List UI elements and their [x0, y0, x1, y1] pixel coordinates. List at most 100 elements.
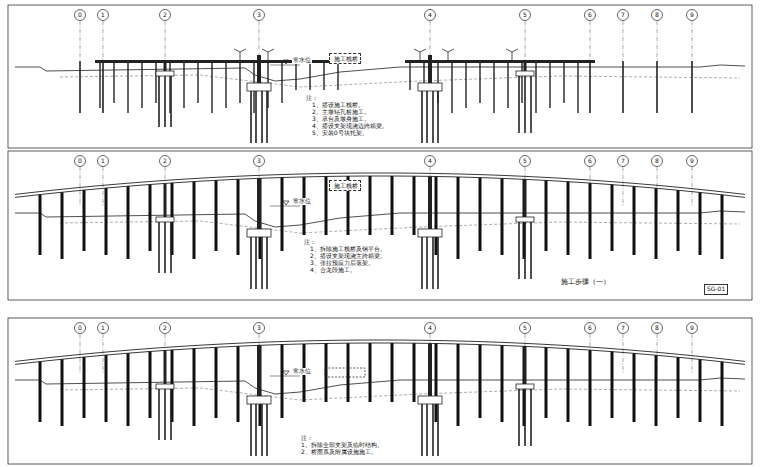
support-column [479, 345, 482, 418]
step-title: 施工步骤（一） [560, 279, 611, 287]
pile-cap [516, 217, 534, 222]
bored-pile [432, 237, 434, 289]
pile-cap [247, 396, 271, 404]
support-column [39, 362, 42, 422]
axis-bubble [618, 323, 629, 334]
bored-pile [518, 222, 520, 279]
axis-bubble [687, 323, 698, 334]
drawing-line [420, 52, 421, 60]
axis-number: 5 [523, 158, 527, 165]
trestle-pile [155, 63, 156, 103]
pile-cap [418, 83, 442, 91]
support-column [435, 344, 438, 422]
support-column [655, 188, 658, 259]
axis-number: 4 [428, 325, 432, 332]
axis-line [80, 334, 81, 373]
bored-pile [261, 404, 263, 456]
bored-pile [524, 389, 526, 446]
soil-layer [60, 388, 740, 400]
support-column [193, 349, 196, 426]
trestle-pile [465, 63, 466, 108]
axis-number: 0 [78, 325, 82, 332]
support-column [61, 359, 64, 426]
trestle-pile [337, 63, 338, 90]
axis-number: 0 [78, 12, 82, 19]
axis-line [103, 334, 104, 373]
ground-line [15, 65, 745, 81]
axis-line [692, 167, 693, 206]
drawing-line [512, 49, 518, 52]
axis-number: 3 [257, 325, 261, 332]
support-column [347, 343, 350, 402]
note-text: 2、桥面系及附属设施施工。 [300, 449, 378, 456]
support-column [457, 177, 460, 259]
trestle-pile [141, 63, 142, 108]
support-column [457, 344, 460, 426]
drawing-line [234, 49, 240, 52]
support-column [39, 195, 42, 255]
axis-number: 4 [428, 12, 432, 19]
axis-bubble [687, 10, 698, 21]
pile [656, 61, 658, 113]
drawing-line [414, 49, 420, 52]
pile-cap [156, 71, 174, 76]
drawing-line [268, 52, 269, 60]
water-line [270, 376, 300, 377]
bored-pile [421, 91, 423, 143]
pile-cap [156, 217, 174, 222]
bored-pile [421, 404, 423, 456]
axis-number: 9 [690, 12, 694, 19]
bored-pile [255, 404, 257, 456]
pier-column [164, 183, 167, 217]
bored-pile [164, 76, 166, 127]
support-column [721, 362, 724, 426]
trestle-pile [113, 63, 114, 103]
bored-pile [518, 389, 520, 446]
pier-column [164, 63, 167, 71]
pile-cap [418, 396, 442, 404]
axis-number: 8 [655, 325, 659, 332]
support-column [479, 178, 482, 251]
pile [622, 61, 624, 113]
trestle-pile [127, 63, 128, 113]
bored-pile [255, 91, 257, 143]
trestle-pile [493, 63, 494, 113]
drawing-line [268, 49, 274, 52]
axis-bubble [425, 10, 436, 21]
support-column [325, 176, 328, 235]
drawing-line [240, 49, 246, 52]
axis-bubble [652, 323, 663, 334]
support-column [105, 188, 108, 255]
axis-bubble [254, 156, 265, 167]
axis-number: 2 [163, 158, 167, 165]
axis-number: 2 [163, 325, 167, 332]
note-text: 4、搭设支架现浇边跨箱梁。 [311, 123, 389, 130]
pier-column [524, 179, 527, 217]
axis-line [623, 21, 624, 60]
axis-line [525, 21, 526, 60]
support-column [413, 176, 416, 235]
axis-number: 5 [523, 12, 527, 19]
box-text: 施工栈桥 [334, 56, 356, 63]
trestle-pile [281, 63, 282, 103]
trestle-pile [211, 63, 212, 113]
axis-bubble [687, 156, 698, 167]
bored-pile [158, 76, 160, 127]
axis-bubble [618, 10, 629, 21]
trestle-pile [479, 63, 480, 103]
support-column [259, 345, 262, 426]
support-column [501, 178, 504, 255]
bored-pile [530, 222, 532, 279]
support-column [369, 343, 372, 402]
axis-bubble [585, 156, 596, 167]
sheet-number: SG-01 [704, 284, 728, 295]
note-heading: 注： [300, 435, 314, 442]
trestle-pile [521, 63, 522, 103]
support-column [281, 345, 284, 418]
support-column [501, 345, 504, 422]
support-column [567, 349, 570, 422]
trestle-pile [323, 63, 324, 90]
bored-pile [250, 91, 252, 143]
axis-line [103, 21, 104, 60]
water-level-label: 常水位 [292, 198, 312, 205]
